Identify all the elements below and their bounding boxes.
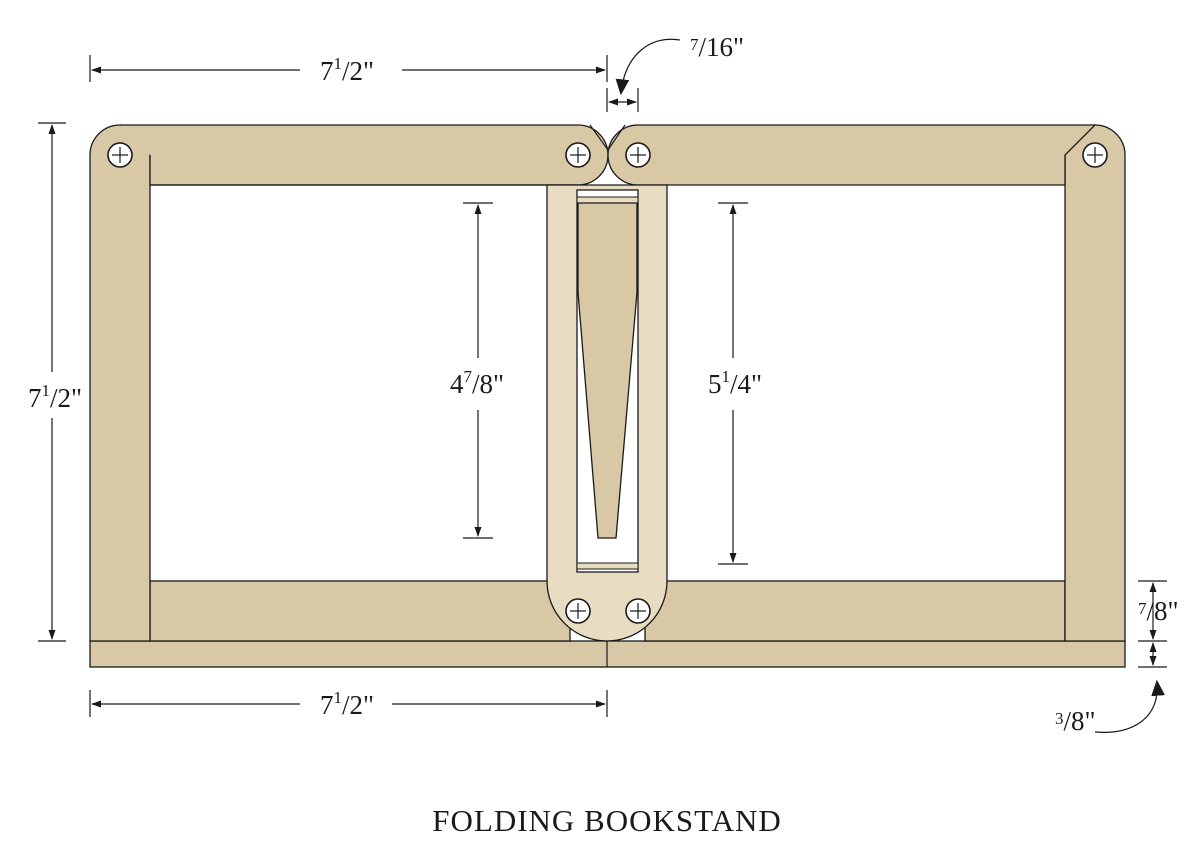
base-board [89,640,1126,668]
dim-rail-height: 7/8" [1138,580,1179,668]
lower-rail-right [644,580,1066,642]
screw-icon [625,142,651,168]
dim-top-width: 71/2" [89,54,608,86]
diagram-title: FOLDING BOOKSTAND [432,803,782,838]
arrow-icon [615,38,681,96]
dim-support-length: 51/4" [708,202,762,565]
svg-text:3/8": 3/8" [1055,706,1096,736]
top-rail-right [607,124,1097,186]
dim-bottom-width: 71/2" [89,688,608,720]
screw-icon [565,598,591,624]
screw-icon [107,142,133,168]
svg-text:7/16": 7/16" [690,32,744,62]
left-post [89,124,151,642]
svg-text:71/2": 71/2" [320,688,374,720]
dim-slot-length: 47/8" [450,202,504,539]
lower-rail-left [149,580,571,642]
screw-icon [565,142,591,168]
svg-text:47/8": 47/8" [450,367,504,399]
svg-text:51/4": 51/4" [708,367,762,399]
dim-overall-height: 71/2" [28,122,82,642]
svg-text:7/8": 7/8" [1138,596,1179,626]
screw-icon [625,598,651,624]
dim-hinge-gap: 7/16" [606,32,744,112]
tapered-support [577,202,638,539]
right-post [1064,124,1126,642]
svg-text:71/2": 71/2" [28,381,82,413]
top-rail-left [120,124,609,186]
svg-text:71/2": 71/2" [320,54,374,86]
screw-icon [1082,142,1108,168]
screws [107,142,1108,624]
arrow-icon [1094,679,1165,733]
dim-base-thickness: 3/8" [1055,679,1165,736]
